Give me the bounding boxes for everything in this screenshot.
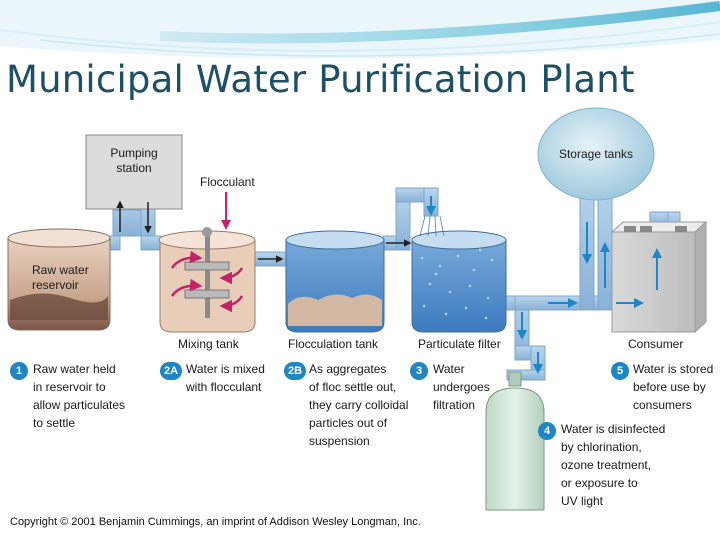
step-badge: 5 (611, 362, 629, 380)
step-badge: 2A (160, 362, 182, 380)
flow-arrows (116, 192, 662, 374)
step-badge: 2B (284, 362, 306, 380)
consumer-building (610, 220, 708, 334)
raw-water-reservoir (7, 228, 111, 331)
step-badge: 4 (538, 422, 556, 440)
disinfection-cylinder (485, 371, 545, 511)
mixing-tank (158, 227, 256, 333)
slide-title: Municipal Water Purification Plant (6, 58, 635, 101)
step-description: Water is disinfected by chlorination, oz… (561, 422, 666, 508)
label-consumer: Consumer (628, 337, 684, 351)
step-description: Water is stored before use by consumers (633, 362, 714, 412)
copyright-notice: Copyright © 2001 Benjamin Cummings, an i… (10, 516, 421, 528)
header-swoosh (0, 0, 720, 59)
step-badge: 1 (10, 362, 28, 380)
pumping-station (85, 134, 183, 210)
step-description: As aggregates of floc settle out, they c… (309, 362, 409, 448)
step-description: Water undergoes filtration (433, 362, 490, 412)
label-pumping-station: Pumping station (110, 146, 158, 175)
step-badge: 3 (410, 362, 428, 380)
label-raw-water-reservoir: Raw water reservoir (32, 263, 89, 292)
flocculation-tank (285, 230, 385, 333)
step-description: Water is mixed with flocculant (186, 362, 265, 394)
storage-tank (537, 107, 655, 201)
label-flocculant: Flocculant (200, 175, 255, 189)
label-flocculation-tank: Flocculation tank (288, 337, 379, 351)
step-description: Raw water held in reservoir to allow par… (33, 362, 126, 430)
label-particulate-filter: Particulate filter (418, 337, 501, 351)
label-storage-tanks: Storage tanks (558, 147, 634, 161)
label-mixing-tank: Mixing tank (178, 337, 239, 351)
particulate-filter (411, 215, 507, 333)
